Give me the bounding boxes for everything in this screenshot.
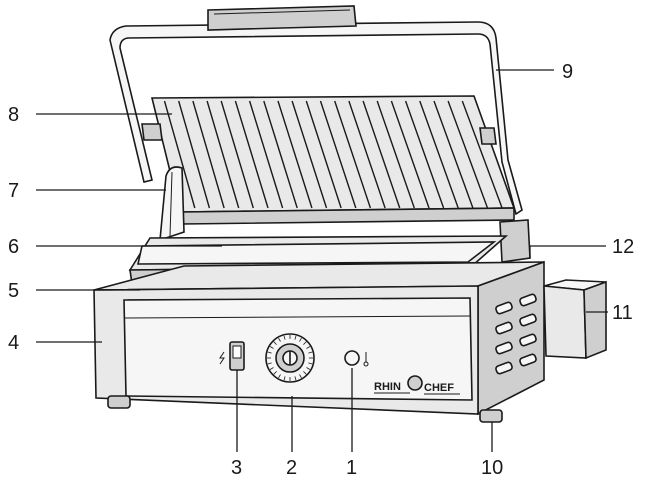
- knob-tick: [303, 371, 307, 375]
- switch-face: [232, 345, 242, 359]
- handle-frame: [109, 21, 523, 216]
- leader-lines: [36, 69, 608, 452]
- callout-7: 7: [8, 180, 19, 202]
- plate-rib: [178, 100, 211, 209]
- callout-6: 6: [8, 236, 19, 258]
- upper-plate-hinge-right: [479, 127, 497, 145]
- back-hinge: [499, 219, 531, 263]
- callout-10: 10: [481, 457, 503, 479]
- knob-tick: [267, 351, 272, 354]
- plate-rib: [192, 100, 225, 209]
- lift-arm-left: [159, 166, 185, 242]
- knob-tick: [269, 367, 274, 370]
- plate-rib: [362, 100, 401, 209]
- plate-rib: [234, 100, 269, 209]
- knob-tick: [273, 371, 277, 375]
- callout-12: 12: [612, 236, 634, 258]
- plate-rib: [220, 100, 254, 209]
- callout-8: 8: [8, 104, 19, 126]
- callout-1: 1: [346, 457, 357, 479]
- handle-grip: [207, 5, 357, 31]
- indicator-light: [344, 350, 369, 367]
- knob-tick: [294, 335, 297, 340]
- plate-rib: [291, 100, 328, 209]
- plate-rib: [447, 100, 489, 209]
- lower-plate-lip: [137, 241, 497, 265]
- brand-right: CHEF: [424, 382, 454, 394]
- brand-left: RHIN: [374, 381, 401, 393]
- tray-side: [583, 280, 607, 360]
- upper-ribbed-plate: [141, 95, 516, 225]
- foot-front-right: [479, 409, 503, 423]
- side-vents: [495, 293, 537, 375]
- callout-3: 3: [231, 457, 242, 479]
- brand-chef-emblem: [407, 375, 423, 391]
- callout-labels: 8 7 6 5 4 9 12 11 3 2 1 10: [8, 61, 634, 479]
- brand-logo: RHIN CHEF: [374, 375, 460, 395]
- plate-rib: [376, 100, 415, 209]
- handle: [109, 5, 523, 216]
- lift-arm: [159, 166, 185, 242]
- knob-tick: [303, 341, 307, 345]
- callout-11: 11: [612, 302, 633, 324]
- plate-rib: [248, 100, 284, 209]
- plate-rib: [163, 100, 196, 209]
- indicator-lamp: [344, 350, 360, 366]
- plate-rib: [433, 100, 474, 209]
- callout-9: 9: [562, 61, 573, 83]
- plate-rib: [334, 100, 372, 209]
- plate-rib: [419, 100, 459, 209]
- callout-4: 4: [8, 332, 19, 354]
- lightning-icon: [219, 351, 225, 365]
- knob-tick: [269, 346, 274, 349]
- grip-edge: [213, 9, 351, 15]
- knob-tick: [308, 362, 313, 365]
- plate-rib: [348, 100, 386, 209]
- knob-ticks: [267, 335, 313, 381]
- plate-rib: [206, 100, 240, 209]
- knob-tick: [267, 362, 272, 365]
- knob-tick: [299, 374, 302, 379]
- back-hinge-block: [499, 219, 531, 263]
- tray-front: [543, 285, 587, 359]
- feet: [107, 395, 503, 423]
- upper-plate-hinge-left: [141, 123, 163, 141]
- plate-rib: [461, 100, 503, 209]
- plate-rib: [404, 100, 445, 209]
- plate-rib: [319, 100, 357, 209]
- plate-rib: [305, 100, 342, 209]
- knob-tick: [306, 367, 311, 370]
- upper-plate-body: [150, 95, 516, 213]
- knob-tick: [283, 335, 286, 340]
- lift-arm-edge: [169, 171, 173, 237]
- leader-12: [529, 245, 606, 258]
- knob-tick: [273, 341, 277, 345]
- foot-front-left: [107, 395, 131, 409]
- plate-rib: [263, 100, 298, 209]
- knob-tick: [299, 337, 302, 342]
- knob-tick: [278, 337, 281, 342]
- callout-5: 5: [8, 280, 19, 302]
- plate-rib: [277, 100, 313, 209]
- knob-tick: [306, 346, 311, 349]
- base-housing: [93, 260, 545, 416]
- drip-tray[interactable]: [543, 279, 607, 360]
- thermometer-icon: [363, 352, 369, 367]
- knob-tick: [278, 374, 281, 379]
- knob-tick: [294, 376, 297, 381]
- callout-2: 2: [286, 457, 297, 479]
- knob-tick: [283, 376, 286, 381]
- thermostat-knob[interactable]: [265, 333, 315, 383]
- panel-fold: [123, 315, 471, 319]
- knob-tick: [308, 351, 313, 354]
- plate-rib: [390, 100, 430, 209]
- plate-ribs: [163, 100, 503, 209]
